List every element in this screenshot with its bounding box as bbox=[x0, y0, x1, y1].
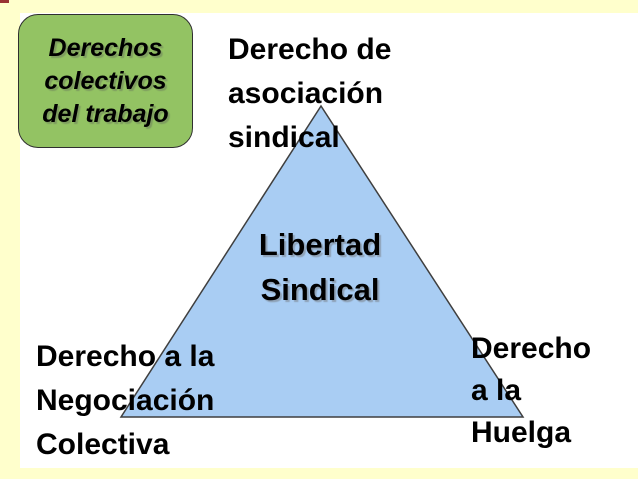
triangle-shape bbox=[119, 104, 525, 418]
label-negociacion-colectiva: Derecho a la Negociación Colectiva bbox=[36, 335, 214, 467]
label-line: Huelga bbox=[471, 416, 572, 449]
label-line: Sindical bbox=[260, 272, 380, 307]
corner-accent-mark bbox=[0, 0, 9, 3]
label-line: asociación bbox=[228, 77, 384, 110]
label-line: Derecho de bbox=[228, 33, 392, 66]
title-line: colectivos bbox=[44, 66, 167, 95]
title-line: Derechos bbox=[48, 33, 163, 62]
label-libertad-sindical: Libertad Sindical bbox=[170, 222, 470, 312]
slide-title-box: Derechos colectivos del trabajo bbox=[18, 14, 193, 148]
label-line: a la bbox=[471, 374, 522, 407]
label-line: Colectiva bbox=[36, 428, 170, 461]
title-line: del trabajo bbox=[42, 99, 169, 128]
label-derecho-huelga: Derecho a la Huelga bbox=[471, 328, 591, 454]
label-line: sindical bbox=[228, 121, 340, 154]
label-line: Negociación bbox=[36, 384, 215, 417]
label-line: Derecho bbox=[471, 332, 592, 365]
label-line: Libertad bbox=[258, 227, 382, 262]
label-line: Derecho a la bbox=[36, 340, 215, 373]
label-derecho-asociacion: Derecho de asociación sindical bbox=[228, 28, 391, 160]
